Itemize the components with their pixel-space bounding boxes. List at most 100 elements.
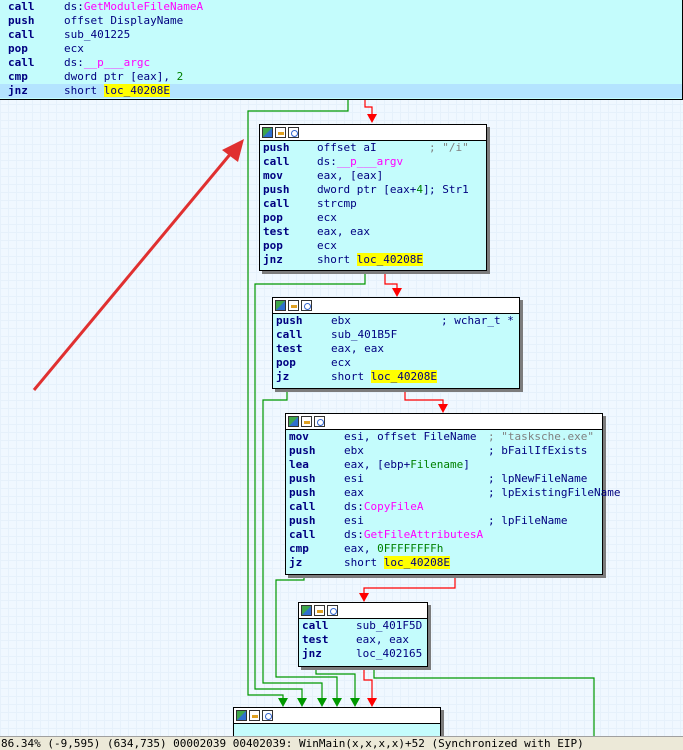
operand-tail: ] xyxy=(422,183,430,196)
comment: ; wchar_t * xyxy=(441,314,514,327)
instruction-row[interactable]: jz short loc_40208E xyxy=(286,556,602,570)
operand-text: esi, offset FileName xyxy=(344,430,477,443)
function-name: CopyFileA xyxy=(363,500,424,513)
arrowhead-b2 xyxy=(392,288,402,297)
graph-icon[interactable] xyxy=(275,300,286,311)
edit-icon[interactable] xyxy=(301,416,312,427)
instruction-row[interactable]: call strcmp xyxy=(260,197,486,211)
comment: ; lpExistingFileName xyxy=(488,486,621,499)
arrowhead-b1 xyxy=(367,114,377,123)
operand: ds:__p___argv xyxy=(317,155,403,169)
block-toolbar xyxy=(273,298,519,314)
graph-icon[interactable] xyxy=(262,127,273,138)
operand-text: eax, [eax] xyxy=(317,169,384,182)
edit-icon[interactable] xyxy=(314,605,325,616)
edit-icon[interactable] xyxy=(288,300,299,311)
xref-icon[interactable] xyxy=(301,300,312,311)
operand: ebx xyxy=(344,444,364,458)
operand-text: short xyxy=(344,556,384,569)
operand-text: esi xyxy=(344,514,364,527)
instruction-row[interactable]: pop ecx xyxy=(260,239,486,253)
comment: ; lpNewFileName xyxy=(488,472,588,485)
jump-label[interactable]: loc_40208E xyxy=(370,370,437,383)
graph-icon[interactable] xyxy=(288,416,299,427)
mnemonic: jz xyxy=(289,556,303,569)
function-name: __p___argv xyxy=(336,155,404,168)
graph-icon[interactable] xyxy=(301,605,312,616)
edit-icon[interactable] xyxy=(249,710,260,721)
code-block-5[interactable] xyxy=(233,707,441,736)
block-toolbar xyxy=(286,414,602,430)
mnemonic: call xyxy=(263,197,290,210)
jump-label[interactable]: loc_40208E xyxy=(103,84,170,97)
xref-icon[interactable] xyxy=(327,605,338,616)
function-name: GetFileAttributesA xyxy=(363,528,484,541)
edit-icon[interactable] xyxy=(275,127,286,138)
jump-label[interactable]: loc_40208E xyxy=(383,556,450,569)
mnemonic: push xyxy=(263,141,290,154)
edge-true-group xyxy=(247,99,595,736)
operand-text: strcmp xyxy=(317,197,357,210)
jump-label[interactable]: loc_40208E xyxy=(356,253,423,266)
mnemonic: cmp xyxy=(289,542,309,555)
mnemonic: mov xyxy=(289,430,309,443)
mnemonic: jz xyxy=(276,370,290,383)
operand-text: loc_402165 xyxy=(356,647,423,660)
operand-text: eax, [ebp+ xyxy=(344,458,411,471)
mnemonic: call xyxy=(8,0,35,13)
graph-icon[interactable] xyxy=(236,710,247,721)
operand-text: ds: xyxy=(344,500,364,513)
operand: eax, eax xyxy=(317,225,370,239)
operand: dword ptr [eax+4] xyxy=(317,183,430,197)
xref-icon[interactable] xyxy=(314,416,325,427)
edge-b4-loc402165 xyxy=(373,667,595,736)
mnemonic: jnz xyxy=(8,84,28,97)
mnemonic: pop xyxy=(263,239,283,252)
comment: ; bFailIfExists xyxy=(488,444,588,457)
operand: ecx xyxy=(317,239,337,253)
xref-icon[interactable] xyxy=(288,127,299,138)
operand: ds:CopyFileA xyxy=(344,500,423,514)
xref-icon[interactable] xyxy=(262,710,273,721)
operand-tail: ] xyxy=(463,458,470,471)
mnemonic: call xyxy=(8,56,35,69)
